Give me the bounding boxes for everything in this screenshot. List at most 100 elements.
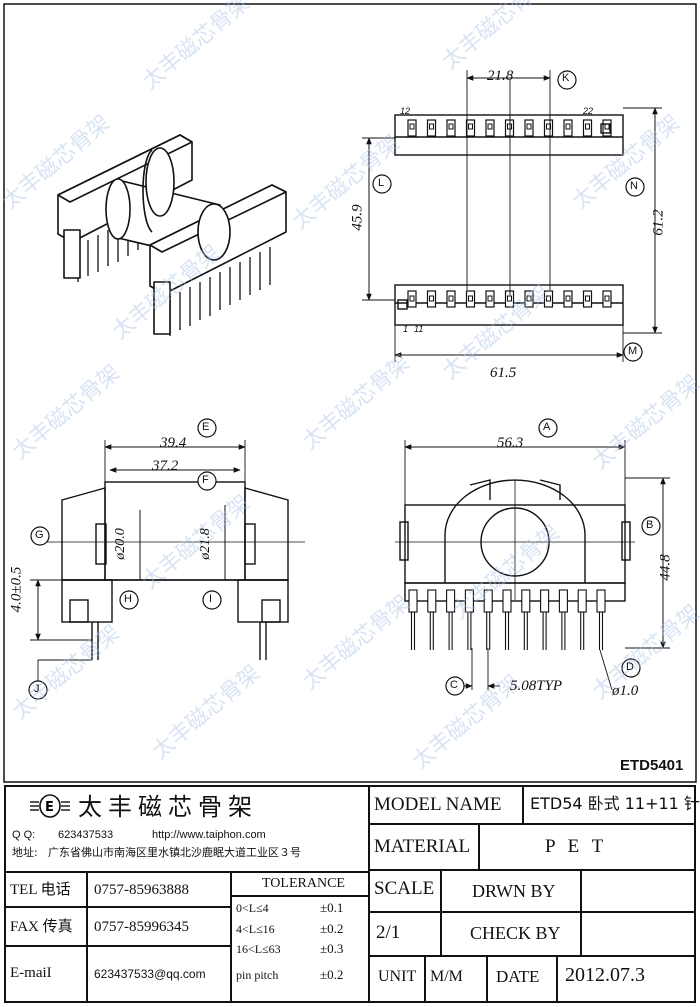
pin-diameter: ø1.0 bbox=[612, 683, 639, 699]
marker-h: H bbox=[124, 593, 132, 605]
watermark-text: 太丰磁芯骨架 bbox=[138, 0, 255, 95]
top-terminal bbox=[485, 119, 495, 137]
top-terminal-hole bbox=[429, 123, 434, 130]
top-terminal-hole bbox=[585, 123, 590, 130]
bottom-terminal-hole bbox=[429, 295, 434, 302]
engineering-drawing: 太丰磁芯骨架太丰磁芯骨架太丰磁芯骨架太丰磁芯骨架太丰磁芯骨架太丰磁芯骨架太丰磁芯… bbox=[0, 0, 700, 783]
bottom-terminal bbox=[426, 290, 437, 308]
top-terminal bbox=[465, 119, 476, 137]
model-name-label: MODEL NAME bbox=[374, 794, 502, 815]
marker-l: L bbox=[378, 177, 385, 189]
bottom-terminal bbox=[563, 290, 573, 308]
dim-61-5: 61.5 bbox=[490, 365, 517, 381]
bottom-terminal bbox=[485, 290, 495, 308]
drawing-border bbox=[3, 3, 697, 783]
marker-g: G bbox=[35, 529, 44, 541]
date-label: DATE bbox=[496, 967, 540, 986]
material-value: P E T bbox=[545, 836, 608, 857]
unit-value: M/M bbox=[430, 968, 463, 985]
qq-number: 623437533 bbox=[58, 829, 114, 841]
top-terminal bbox=[407, 119, 417, 137]
top-terminal bbox=[602, 119, 612, 137]
marker-b: B bbox=[646, 519, 654, 531]
marker-n: N bbox=[630, 180, 638, 192]
bottom-terminal-hole bbox=[565, 295, 571, 302]
marker-f: F bbox=[202, 474, 209, 486]
watermark-text: 太丰磁芯骨架 bbox=[588, 371, 700, 475]
tel-number: 0757-85963888 bbox=[94, 882, 189, 898]
tol-value-4: ±0.2 bbox=[320, 967, 344, 982]
check-by-label: CHECK BY bbox=[470, 923, 561, 943]
front-pin-head bbox=[577, 589, 587, 613]
date-value: 2012.07.3 bbox=[565, 964, 645, 986]
pin-label-12: 12 bbox=[400, 106, 411, 116]
top-terminal-hole bbox=[448, 123, 454, 130]
marker-j: J bbox=[34, 683, 40, 695]
bottom-terminal bbox=[543, 290, 554, 308]
top-terminal-hole bbox=[526, 123, 532, 130]
tol-range-2: 4<L≤16 bbox=[236, 922, 275, 936]
top-terminal bbox=[563, 119, 573, 137]
front-view bbox=[395, 440, 670, 691]
marker-i: I bbox=[209, 593, 213, 605]
dia-20-0: ø20.0 bbox=[112, 528, 128, 560]
tel-label: TEL 电话 bbox=[10, 882, 71, 898]
scale-label: SCALE bbox=[374, 878, 435, 899]
material-label: MATERIAL bbox=[374, 836, 471, 857]
bottom-terminal bbox=[582, 290, 593, 308]
pin-label-1: 1 bbox=[403, 324, 409, 334]
bottom-terminal-hole bbox=[546, 295, 551, 302]
watermark-text: 太丰磁芯骨架 bbox=[298, 351, 415, 455]
front-pin-head bbox=[502, 589, 512, 613]
front-pin-head bbox=[596, 589, 606, 613]
tol-range-1: 0<L≤4 bbox=[236, 901, 269, 915]
front-pin-head bbox=[408, 589, 418, 613]
dim-45-9: 45.9 bbox=[349, 204, 366, 231]
marker-c: C bbox=[450, 679, 458, 691]
title-block: E 太丰磁芯骨架 Q Q: 623437533 http://www.taiph… bbox=[0, 785, 700, 1007]
top-terminal bbox=[524, 119, 534, 137]
dim-61-2: 61.2 bbox=[650, 209, 667, 236]
top-terminal bbox=[426, 119, 437, 137]
dim-4-0: 4.0±0.5 bbox=[8, 566, 25, 613]
address-label: 地址: bbox=[12, 846, 38, 859]
watermark-text: 太丰磁芯骨架 bbox=[588, 601, 700, 705]
bottom-terminal-hole bbox=[604, 295, 610, 302]
tol-range-3: 16<L≤63 bbox=[236, 942, 281, 956]
marker-d: D bbox=[626, 661, 634, 673]
pin-label-22: 22 bbox=[583, 106, 594, 116]
fax-number: 0757-85996345 bbox=[94, 919, 189, 935]
dim-37-2: 37.2 bbox=[152, 458, 179, 474]
watermark-text: 太丰磁芯骨架 bbox=[438, 0, 555, 75]
tol-range-4: pin pitch bbox=[236, 968, 279, 982]
top-terminal bbox=[582, 119, 593, 137]
bottom-terminal bbox=[446, 290, 456, 308]
bottom-terminal-hole bbox=[526, 295, 532, 302]
front-pin-head bbox=[521, 589, 531, 613]
bottom-terminal-hole bbox=[409, 295, 415, 302]
top-terminal-hole bbox=[546, 123, 551, 130]
top-view bbox=[362, 70, 662, 362]
unit-label: UNIT bbox=[378, 968, 417, 985]
tol-value-3: ±0.3 bbox=[320, 941, 344, 956]
front-pin-head bbox=[427, 589, 437, 613]
website: http://www.taiphon.com bbox=[152, 829, 266, 841]
bottom-terminal-hole bbox=[448, 295, 454, 302]
qq-label: Q Q: bbox=[12, 829, 36, 841]
top-terminal-hole bbox=[507, 123, 512, 130]
company-name: 太丰磁芯骨架 bbox=[78, 793, 258, 821]
front-pin-head bbox=[540, 589, 550, 613]
marker-a: A bbox=[543, 421, 551, 433]
pin-label-11: 11 bbox=[414, 324, 424, 334]
dim-21-8: 21.8 bbox=[487, 68, 514, 84]
marker-e: E bbox=[202, 421, 210, 433]
address: 广东省佛山市南海区里水镇北沙鹿眠大道工业区３号 bbox=[48, 846, 301, 859]
email-label: E-maiI bbox=[10, 965, 52, 981]
svg-text:E: E bbox=[45, 800, 54, 815]
watermark-layer: 太丰磁芯骨架太丰磁芯骨架太丰磁芯骨架太丰磁芯骨架太丰磁芯骨架太丰磁芯骨架太丰磁芯… bbox=[0, 0, 700, 775]
front-pin-head bbox=[464, 589, 474, 613]
bottom-terminal bbox=[407, 290, 417, 308]
pin-pitch: 5.08TYP bbox=[510, 678, 563, 694]
bottom-terminal bbox=[602, 290, 612, 308]
bottom-terminal bbox=[504, 290, 515, 308]
